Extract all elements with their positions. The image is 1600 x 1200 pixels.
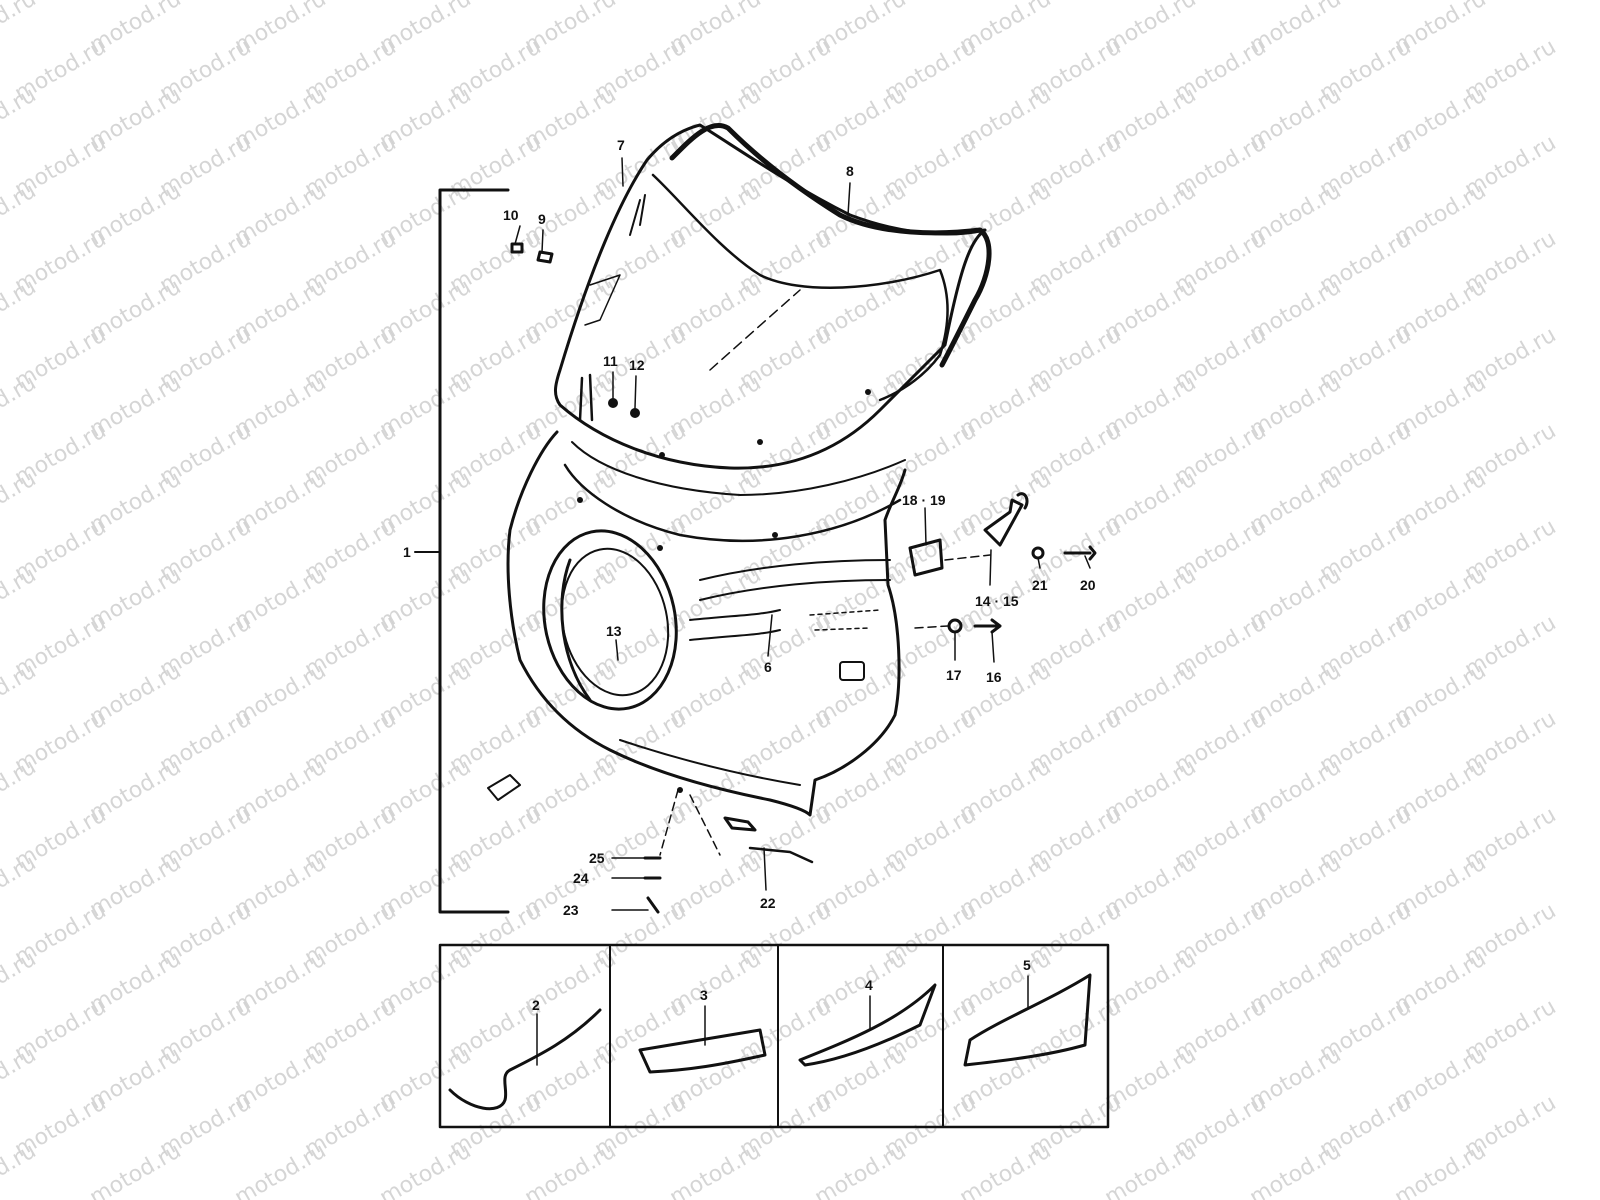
label-17: 17 [946, 667, 962, 683]
assembly-bracket [414, 188, 510, 914]
callout-labels: 1 7 8 10 9 11 12 13 6 18 · 19 14 · 15 21… [403, 137, 1096, 1013]
label-22: 22 [760, 895, 776, 911]
fairing-body [487, 430, 907, 817]
hardware-22-25 [643, 789, 814, 914]
label-4: 4 [865, 977, 873, 993]
label-7: 7 [617, 137, 625, 153]
label-10: 10 [503, 207, 519, 223]
label-14-15: 14 · 15 [975, 593, 1019, 609]
variants-panel [438, 943, 1110, 1129]
label-2: 2 [532, 997, 540, 1013]
label-18-19: 18 · 19 [902, 492, 946, 508]
label-21: 21 [1032, 577, 1048, 593]
hardware-9-10 [510, 242, 554, 264]
label-5: 5 [1023, 957, 1031, 973]
hardware-11-12 [578, 373, 640, 422]
windscreen [554, 123, 987, 470]
label-25: 25 [589, 850, 605, 866]
label-12: 12 [629, 357, 645, 373]
bracket-14-15 [983, 492, 1029, 547]
label-24: 24 [573, 870, 589, 886]
label-3: 3 [700, 987, 708, 1003]
leader-lines [514, 157, 1091, 1066]
label-6: 6 [764, 659, 772, 675]
label-9: 9 [538, 211, 546, 227]
label-11: 11 [603, 353, 618, 369]
bracket-18-19 [908, 538, 991, 577]
label-1: 1 [403, 544, 411, 560]
label-20: 20 [1080, 577, 1096, 593]
label-13: 13 [606, 623, 622, 639]
label-8: 8 [846, 163, 854, 179]
windscreen-edge-trim [669, 123, 992, 368]
label-23: 23 [563, 902, 579, 918]
hardware-16-17 [914, 618, 1002, 634]
label-16: 16 [986, 669, 1002, 685]
